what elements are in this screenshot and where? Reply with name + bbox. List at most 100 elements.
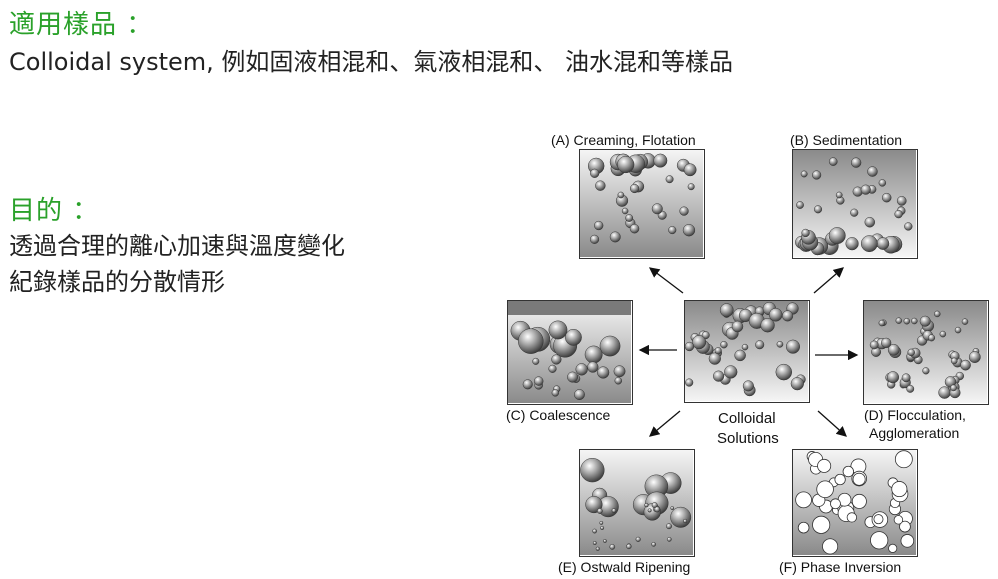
droplet <box>900 534 915 548</box>
droplet <box>817 458 832 473</box>
panel-phase-inversion <box>792 449 918 557</box>
droplet <box>522 379 533 390</box>
label-agglomeration: Agglomeration <box>869 425 960 441</box>
droplet <box>651 203 663 215</box>
droplet <box>644 502 649 508</box>
droplet <box>894 210 903 219</box>
droplet <box>670 506 675 510</box>
droplet <box>878 319 886 327</box>
droplet <box>775 363 793 381</box>
droplet <box>835 191 843 199</box>
arrow-to-phase-inversion <box>817 410 847 437</box>
droplet <box>796 201 804 209</box>
droplet <box>860 235 878 253</box>
droplet <box>870 531 889 550</box>
droplet <box>594 220 604 231</box>
droplet <box>816 480 834 499</box>
droplet <box>960 359 971 371</box>
droplet <box>893 515 904 525</box>
droplet <box>795 491 812 509</box>
droplet <box>968 351 981 363</box>
droplet <box>813 205 823 214</box>
droplet <box>742 380 754 392</box>
label-coalescence: (C) Coalescence <box>506 407 611 423</box>
droplet <box>599 520 604 525</box>
droplet <box>887 343 900 356</box>
droplet <box>597 508 603 514</box>
droplet <box>911 317 918 325</box>
droplet <box>724 365 738 379</box>
arrows-layer <box>638 267 859 437</box>
droplet <box>896 196 907 206</box>
panel-ostwald-ripening <box>579 449 695 557</box>
droplet <box>731 320 744 333</box>
droplet <box>907 348 915 357</box>
droplet <box>939 330 947 338</box>
droplet <box>881 192 892 203</box>
droplet <box>647 508 652 513</box>
droplet <box>850 157 862 168</box>
droplet <box>708 352 721 365</box>
droplet <box>666 536 672 542</box>
droplet <box>635 536 641 542</box>
droplet <box>886 371 900 384</box>
droplet <box>919 315 931 327</box>
samples-heading: 適用樣品 ： <box>9 10 154 40</box>
droplet <box>864 216 876 228</box>
droplet <box>668 226 677 235</box>
droplet <box>613 365 626 378</box>
droplet <box>621 207 629 215</box>
purpose-heading: 目的 ： <box>9 196 100 226</box>
separated-layer <box>508 301 631 315</box>
droplet <box>922 367 930 375</box>
droplet <box>852 472 866 486</box>
droplet <box>651 541 656 547</box>
droplet <box>934 310 941 318</box>
droplet <box>903 317 911 325</box>
droplet <box>834 473 846 486</box>
droplet <box>797 521 810 534</box>
colloid-instability-diagram: (A) Creaming, Flotation (B) Sedimentatio… <box>500 128 998 579</box>
droplet <box>597 366 610 379</box>
droplet <box>720 341 728 349</box>
droplet <box>592 541 597 545</box>
droplet <box>867 166 878 177</box>
droplet <box>683 518 688 524</box>
droplet <box>611 508 617 513</box>
droplet <box>587 361 599 373</box>
droplet <box>629 223 640 234</box>
droplet <box>551 389 559 397</box>
droplet <box>580 458 605 483</box>
droplet <box>617 191 625 199</box>
droplet <box>585 495 603 514</box>
droplet <box>592 528 598 534</box>
droplet <box>685 341 695 352</box>
droplet <box>548 364 557 373</box>
droplet <box>532 357 540 365</box>
samples-description: Colloidal system, 例如固液相混和、氣液相混和、 油水混和等樣品 <box>9 48 734 76</box>
droplet <box>895 317 903 324</box>
droplet <box>828 157 838 166</box>
droplet <box>533 376 544 386</box>
droplet <box>714 347 722 355</box>
droplet <box>683 163 697 177</box>
droplet <box>830 498 841 510</box>
label-ostwald-ripening: (E) Ostwald Ripening <box>558 559 691 575</box>
label-sedimentation: (B) Sedimentation <box>790 132 903 148</box>
droplet <box>850 208 859 217</box>
label-flocculation: (D) Flocculation, <box>864 407 966 423</box>
droplet <box>654 506 661 513</box>
droplet <box>878 179 887 187</box>
panel-sedimentation <box>792 149 918 259</box>
droplet <box>614 377 622 385</box>
droplet <box>625 214 634 222</box>
droplet <box>518 328 544 354</box>
droplet <box>790 377 804 391</box>
droplet <box>800 170 808 178</box>
droplet <box>629 183 640 194</box>
droplet <box>565 328 582 346</box>
droplet <box>600 525 605 530</box>
label-colloidal: Colloidal <box>718 410 776 427</box>
droplet <box>595 546 600 551</box>
purpose-line-1: 透過合理的離心加速與溫度變化 <box>9 232 345 260</box>
